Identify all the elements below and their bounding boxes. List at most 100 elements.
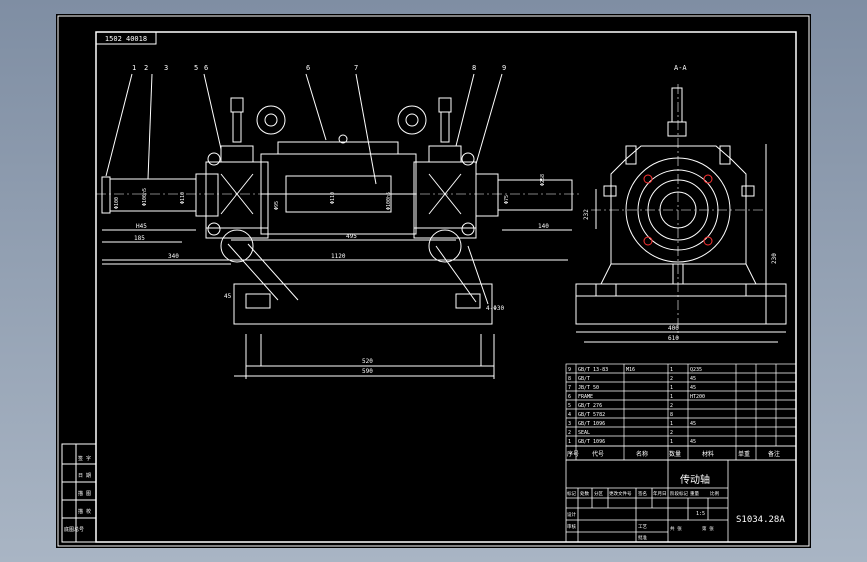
tb-mark: 标记: [567, 490, 576, 497]
bom-r2-mat: 45: [690, 376, 696, 382]
dim-side-232: 232: [583, 209, 590, 220]
bom-r8-qty: 2: [670, 430, 673, 436]
dim-dia-right: Φ100h5: [386, 192, 392, 210]
tb-total: 共 张: [670, 525, 682, 532]
part-label-1: 1: [132, 64, 136, 72]
bom-header-weight: 单重: [738, 450, 750, 458]
code-box-text: 1502 40018: [105, 35, 147, 43]
bom-r4-mat: HT200: [690, 394, 705, 400]
bom-r9-code: GB/T 1096: [578, 439, 605, 445]
dim-dia-far: Φ75: [504, 195, 510, 204]
bom-r8-code: SEAL: [578, 430, 590, 436]
dim-height-right: Φ258: [540, 174, 546, 186]
left-strip-2: 日 期: [78, 473, 91, 479]
dim-base-outer: 590: [362, 368, 373, 375]
dim-shaft-left: 340: [168, 253, 179, 260]
bom-header-code: 代号: [592, 450, 604, 458]
dim-side-400: 400: [668, 325, 679, 332]
tb-review: 审核: [567, 523, 576, 530]
bom-r3-mat: 45: [690, 385, 696, 391]
left-signature-strip: [61, 443, 97, 543]
dim-side-610: 610: [668, 335, 679, 342]
part-label-7: 7: [354, 64, 358, 72]
tb-approve: 批准: [638, 534, 647, 541]
bom-r9-mat: 45: [690, 439, 696, 445]
title-name: 传动轴: [680, 473, 710, 486]
bom-r1-name: M16: [626, 367, 635, 373]
assembly-drawing: 1502 40018 签 字 日 期 描 图 描 校 底图总号: [57, 15, 810, 547]
tb-count: 处数: [580, 490, 589, 497]
part-label-5: 5: [194, 64, 198, 72]
dim-shaft-left-k: H45: [136, 223, 147, 230]
left-strip-5: 底图总号: [64, 526, 84, 533]
dim-dia-mid-r: Φ110: [330, 192, 336, 204]
bom-r5-qty: 2: [670, 403, 673, 409]
tb-process: 工艺: [638, 524, 647, 530]
bom-r5-code: GB/T 276: [578, 403, 602, 409]
tb-date: 年月日: [653, 490, 667, 497]
bom-r2-no: 8: [568, 376, 571, 382]
part-label-8: 8: [472, 64, 476, 72]
bom-r6-no: 4: [568, 412, 571, 418]
bom-r9-no: 1: [568, 439, 571, 445]
section-label: A-A: [674, 64, 687, 72]
left-strip-1: 签 字: [78, 455, 91, 462]
dim-shaft-left-inner: 185: [134, 235, 145, 242]
bom-header-qty: 数量: [669, 450, 681, 458]
scale-value: 1:5: [696, 511, 705, 517]
bom-header-name: 名称: [636, 450, 648, 458]
title-block: [565, 459, 797, 543]
left-strip-4: 描 校: [78, 508, 91, 515]
part-label-6b: 6: [306, 64, 310, 72]
side-view: [575, 84, 787, 343]
bom-r3-qty: 1: [670, 385, 673, 391]
bom-r4-no: 6: [568, 394, 571, 400]
code-box: [95, 31, 157, 45]
tb-zone: 分区: [594, 490, 603, 497]
dim-base-inner: 520: [362, 358, 373, 365]
bom-r3-no: 7: [568, 385, 571, 391]
bom-r4-qty: 1: [670, 394, 673, 400]
bom-r5-no: 5: [568, 403, 571, 409]
part-label-6a: 6: [204, 64, 208, 72]
bom-r9-qty: 1: [670, 439, 673, 445]
bom-r7-no: 3: [568, 421, 571, 427]
bom-r1-code: GB/T 13-83: [578, 367, 608, 373]
bom-header-remark: 备注: [768, 450, 780, 458]
part-label-2: 2: [144, 64, 148, 72]
bom-r1-no: 9: [568, 367, 571, 373]
dim-dia-mid: Φ110: [180, 192, 186, 204]
tb-stage: 阶段标记: [670, 490, 688, 497]
dim-center: 495: [346, 233, 357, 240]
left-strip-3: 描 图: [78, 490, 91, 497]
drawing-number: S1034.28A: [736, 515, 785, 525]
bom-r8-no: 2: [568, 430, 571, 436]
bom-table: [565, 363, 797, 461]
tb-weight: 重量: [690, 490, 699, 497]
front-view: [96, 73, 581, 379]
bom-r1-mat: Q235: [690, 367, 702, 373]
tb-change: 更改文件号: [609, 490, 632, 497]
bom-r4-code: FRAME: [578, 394, 593, 400]
bom-r6-qty: 8: [670, 412, 673, 418]
outer-border: [57, 15, 810, 547]
tb-design: 设计: [567, 511, 576, 518]
dim-overall: 1120: [331, 253, 346, 260]
dim-45: 45: [224, 293, 232, 300]
dim-holes: 4-Φ30: [486, 305, 504, 312]
bom-r2-code: GB/T: [578, 376, 590, 382]
bom-r6-code: GB/T 5782: [578, 412, 605, 418]
part-label-3: 3: [164, 64, 168, 72]
bom-r7-code: GB/T 1096: [578, 421, 605, 427]
bom-r7-qty: 1: [670, 421, 673, 427]
dim-dia-center: Φ95: [274, 201, 280, 210]
dim-shaft-right: 140: [538, 223, 549, 230]
bom-r7-mat: 45: [690, 421, 696, 427]
bom-header-no: 序号: [567, 450, 579, 458]
dim-dia-mid-l: Φ100h5: [142, 188, 148, 206]
bom-r1-qty: 1: [670, 367, 673, 373]
tb-sign: 签名: [638, 490, 647, 497]
bom-r3-code: JB/T 50: [578, 385, 599, 391]
drawing-sheet: 1502 40018 签 字 日 期 描 图 描 校 底图总号: [56, 14, 811, 548]
